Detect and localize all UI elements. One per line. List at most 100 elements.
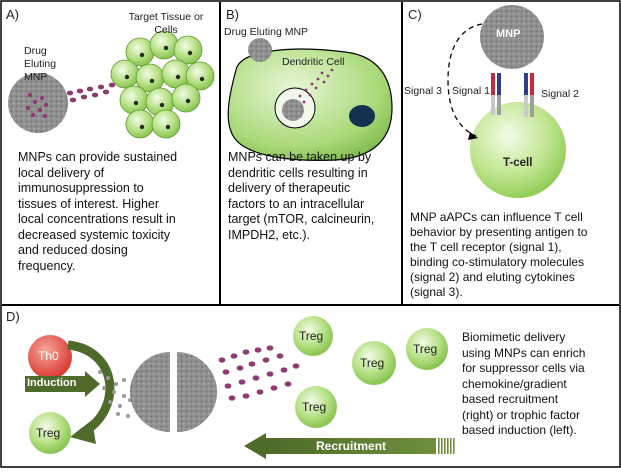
signal1-ligand-2 [497, 73, 501, 95]
panel-c-letter: C) [408, 7, 422, 22]
recruitment-arrow-head [244, 433, 266, 459]
induction-particle [102, 386, 106, 390]
treg-2 [352, 341, 396, 385]
recruitment-particle [228, 395, 236, 401]
tail-stripe [444, 438, 446, 454]
target-cell-nucleus [187, 50, 193, 56]
target-cell [151, 109, 181, 139]
signal1-label: Signal 1 [452, 85, 490, 97]
panel-a-description-line: frequency. [18, 258, 76, 273]
mnp-left-half [130, 352, 170, 432]
drug-particle [66, 90, 74, 96]
treg-4-label: Treg [302, 400, 327, 414]
target-cell-nucleus [149, 78, 155, 84]
panel-c-description-line: binding co-stimulatory molecules [410, 255, 585, 269]
induction-particle [126, 414, 130, 418]
panel-a-target-label-line: Cells [154, 24, 178, 36]
panel-a-description: MNPs can provide sustained local deliver… [18, 150, 218, 274]
target-cell [171, 83, 201, 113]
panel-b-description-line: dendritic cells resulting in [228, 165, 368, 180]
recruitment-particle [236, 365, 244, 371]
signal3-arrowhead [468, 132, 478, 140]
panel-d-description: Biomimetic delivery using MNPs can enric… [462, 330, 618, 439]
induction-curve-head [70, 420, 96, 444]
drug-particle [76, 88, 84, 94]
induction-label: Induction [27, 377, 77, 389]
recruitment-particle [256, 389, 264, 395]
drug-particle [302, 100, 306, 104]
target-cell [125, 109, 155, 139]
panel-b-description-line: factors to an intracellular [228, 196, 365, 211]
drug-particle [316, 77, 320, 81]
recruitment-particle [230, 353, 238, 359]
panel-b-graphic [227, 38, 393, 161]
drug-particle [80, 94, 88, 100]
tcell-label: T-cell [503, 157, 533, 169]
panel-a-letter: A) [6, 7, 19, 22]
drug-particle [322, 80, 326, 84]
panel-a-description-line: and reduced dosing [18, 243, 128, 257]
drug-particle [108, 82, 116, 88]
drug-particle [308, 93, 312, 97]
tail-stripe [450, 438, 452, 454]
signal2-label: Signal 2 [541, 88, 579, 100]
dendritic-cell-nucleus [349, 105, 375, 127]
target-cell-nucleus [175, 74, 181, 80]
drug-particle [298, 94, 302, 98]
panel-a-target-cells [110, 30, 215, 139]
target-cell-nucleus [139, 124, 145, 130]
drug-particle [326, 74, 330, 78]
signal2-receptor [524, 95, 528, 117]
recruitment-label: Recruitment [316, 439, 387, 453]
panel-b-dc-label: Dendritic Cell [282, 56, 345, 68]
drug-speck [43, 102, 49, 108]
panel-a-mnp-label: Drug Eluting MNP [24, 45, 56, 84]
panel-c-mnp-label: MNP [496, 28, 521, 40]
induction-particle [106, 376, 110, 380]
panel-c-description-line: MNP aAPCs can influence T cell [410, 210, 583, 224]
recruitment-particle [280, 367, 288, 373]
panel-d-description-line: chemokine/gradient [462, 376, 567, 391]
recruitment-particle [284, 381, 292, 387]
induced-treg-cell [29, 412, 71, 454]
induction-particle [112, 390, 116, 394]
recruitment-arrow-tail [438, 438, 455, 454]
drug-particle [97, 84, 105, 90]
induction-particle [122, 378, 126, 382]
panel-a-description-line: decreased systemic toxicity [18, 227, 171, 242]
target-cell-nucleus [163, 45, 169, 51]
panel-a-graphic [8, 30, 215, 139]
recruitment-particle [248, 361, 256, 367]
treg-4 [295, 386, 337, 428]
recruitment-particle [292, 363, 300, 369]
panel-b-description-line: target (mTOR, calcineurin, [228, 212, 375, 226]
panel-c-description-line: behavior by presenting antigen to [410, 225, 588, 239]
panel-d-letter: D) [6, 309, 20, 324]
panel-a-target-label-line: Target Tissue or [128, 11, 204, 23]
panel-a-description-line: local delivery of [18, 165, 105, 180]
panel-a-mnp [8, 73, 68, 133]
panel-a-mnp-label-line: MNP [24, 71, 48, 83]
th0-cell [28, 335, 72, 379]
induction-particle [116, 412, 120, 416]
tail-stripe [447, 438, 449, 454]
signal3-label: Signal 3 [404, 85, 442, 97]
panel-a-description-line: local concentrations result in [18, 212, 176, 226]
recruitment-particle [266, 371, 274, 377]
panel-d-description-line: (right) or trophic factor [462, 407, 581, 422]
drug-particle [102, 89, 110, 95]
panel-b-description-line: IMPDH2, etc.). [228, 227, 310, 242]
panel-a-mnp-drug [25, 92, 49, 119]
induction-particle [114, 382, 118, 386]
induced-treg-label: Treg [36, 426, 61, 440]
t-cell [470, 102, 566, 198]
induction-curve [67, 340, 115, 437]
recruitment-particle [262, 357, 270, 363]
tail-stripe [441, 438, 443, 454]
drug-particle [320, 71, 324, 75]
drug-particle [91, 92, 99, 98]
panel-d-description-line: based recruitment [462, 392, 559, 406]
induction-particle [122, 394, 126, 398]
treg-3 [406, 328, 448, 370]
panel-d-description-line: Biomimetic delivery [462, 330, 566, 344]
